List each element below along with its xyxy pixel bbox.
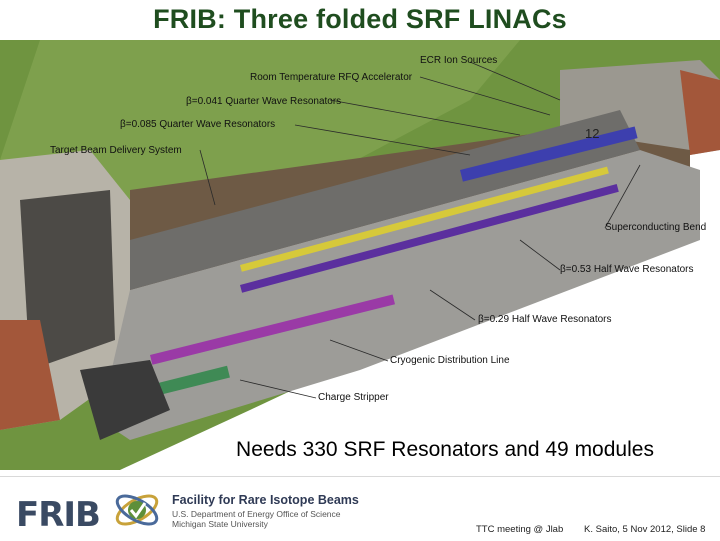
leader-lines [199,61,641,399]
slide-title: FRIB: Three folded SRF LINACs [153,4,567,34]
label-beta-029-hwr: β=0.29 Half Wave Resonators [478,314,612,325]
label-rfq-accelerator: Room Temperature RFQ Accelerator [250,72,413,83]
org-dept: U.S. Department of Energy Office of Scie… [172,509,341,519]
segment-marker: 12 [585,126,599,141]
tunnel-wall [130,110,640,290]
label-beta-0041-qwr: β=0.041 Quarter Wave Resonators [186,96,342,107]
slide-footer: FRIB Facility for Rare Isotope Beams U.S… [0,476,720,541]
cryomodule-line-yellow [240,166,609,272]
cryomodule-line-purple-upper [239,184,619,293]
footer-author-slide: K. Saito, 5 Nov 2012, Slide 8 [584,524,706,535]
label-target-beam-delivery: Target Beam Delivery System [50,145,182,156]
frib-logo-text: FRIB [16,495,101,535]
cryomodule-line-purple-lower [150,294,395,365]
slide-caption: Needs 330 SRF Resonators and 49 modules [236,438,654,461]
ion-source-brick [680,70,720,155]
label-beta-0085-qwr: β=0.085 Quarter Wave Resonators [120,119,276,130]
frib-atom-logo-icon [115,494,159,526]
facility-cutaway-illustration: 12 [0,40,720,470]
label-cryogenic-line: Cryogenic Distribution Line [390,355,510,366]
charge-stripper-equipment [80,360,170,440]
cryomodule-line-blue [460,126,638,182]
target-building-brick [0,320,60,430]
label-charge-stripper: Charge Stripper [318,392,389,403]
footer-meeting: TTC meeting @ Jlab [476,524,564,535]
label-ecr-ion-sources: ECR Ion Sources [420,55,498,66]
org-name: Facility for Rare Isotope Beams [172,493,359,507]
tunnel-floor [100,150,700,440]
label-beta-053-hwr: β=0.53 Half Wave Resonators [560,264,694,275]
org-university: Michigan State University [172,519,268,529]
target-building-interior [20,190,115,370]
label-superconducting-bend: Superconducting Bend [605,222,707,233]
